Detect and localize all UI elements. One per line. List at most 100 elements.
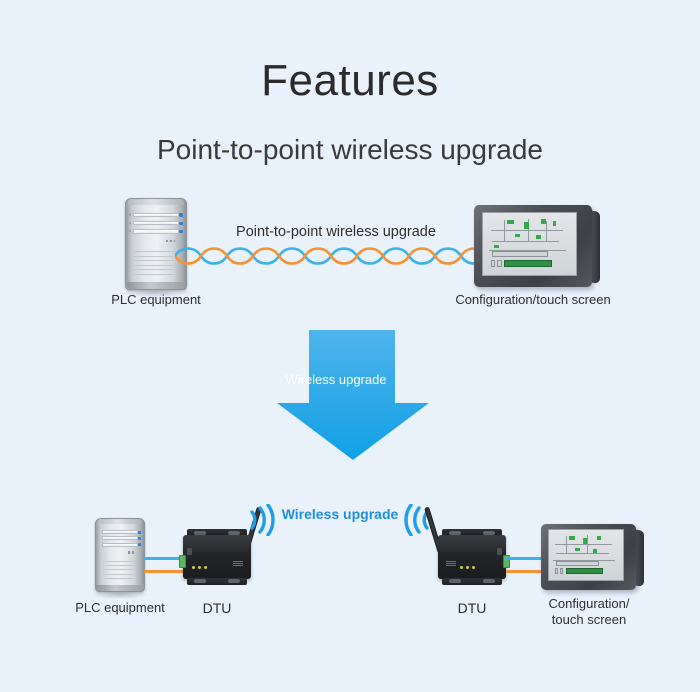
hmi-status-block: [593, 549, 598, 553]
plc-top-cap: [128, 199, 184, 206]
hmi-screen: [547, 529, 624, 581]
plc-side-notch: [129, 213, 132, 217]
wireless-upgrade-arrow: Wireless upgrade: [277, 330, 429, 460]
dtu-screw-hole: [482, 579, 495, 584]
plc-shadow: [91, 590, 149, 599]
dtu-screw-hole: [449, 579, 462, 584]
plc-led-indicator: [178, 221, 183, 226]
dtu-screw-hole: [227, 530, 240, 535]
dtu-case: [183, 535, 251, 579]
hmi-schematic-line: [546, 221, 548, 242]
dtu-screw-hole: [194, 579, 207, 584]
plc-shadow: [120, 288, 192, 297]
plc-led-indicator: [138, 543, 142, 547]
plc-base: [126, 281, 186, 289]
dtu-label-mark: [233, 561, 243, 568]
dtu-led: [204, 566, 207, 570]
dtu-screw-hole: [482, 530, 495, 535]
hmi-status-block: [541, 218, 547, 225]
dtu-screw-hole: [227, 579, 240, 584]
dtu-device-right: [438, 529, 510, 585]
hmi-status-block: [514, 233, 521, 238]
configuration-touch-screen-bottom-label: Configuration/ touch screen: [548, 596, 630, 627]
plc-led-indicator: [178, 229, 183, 234]
dtu-terminal-block: [503, 555, 510, 568]
configuration-touch-screen-bottom: [541, 524, 644, 590]
dtu-led: [460, 566, 463, 570]
plc-vent-line: [134, 251, 178, 253]
hmi-schematic-line: [492, 241, 559, 243]
hmi-status-block: [507, 219, 514, 225]
arrow-shape: [277, 330, 429, 460]
hmi-terminal-strip: [503, 259, 552, 268]
dtu-screw-hole: [449, 530, 462, 535]
plc-equipment-top-label: PLC equipment: [111, 292, 201, 307]
plc-vent-line: [134, 264, 178, 266]
plc-drive-bay: [101, 542, 139, 547]
dtu-mounting-flange: [442, 577, 502, 585]
page-subtitle: Point-to-point wireless upgrade: [157, 134, 543, 165]
dtu-device-left: [179, 529, 251, 585]
plc-body: [125, 198, 187, 290]
plc-drive-bay: [101, 536, 139, 541]
hmi-chip: [559, 567, 564, 575]
plc-vent-line: [102, 565, 138, 567]
hmi-status-block: [523, 222, 529, 230]
cable-blue-left: [144, 557, 185, 560]
plc-vent-line: [102, 569, 138, 571]
plc-vent-line: [134, 255, 178, 257]
hmi-schematic-line: [527, 218, 529, 243]
hmi-chip-row: [492, 250, 548, 258]
cable-orange-left: [144, 570, 185, 573]
plc-drive-bay: [101, 529, 139, 534]
arrow-label: Wireless upgrade: [285, 372, 387, 387]
hmi-status-block: [583, 537, 588, 544]
plc-top-cap: [97, 519, 143, 525]
plc-vent-line: [102, 573, 138, 575]
dtu-mounting-flange: [442, 529, 502, 537]
configuration-touch-screen-top: [474, 205, 600, 287]
plc-equipment-bottom-label: PLC equipment: [75, 600, 165, 615]
plc-badge: [165, 239, 176, 243]
cable-orange-right: [506, 570, 546, 573]
dtu-label-mark: [446, 561, 456, 568]
hmi-screen: [482, 211, 577, 276]
plc-equipment-top: [120, 198, 192, 297]
hmi-schematic-line: [490, 229, 563, 231]
plc-led-indicator: [138, 537, 142, 541]
plc-badge: [127, 551, 136, 554]
dtu-screw-hole: [194, 530, 207, 535]
hmi-chip-row: [556, 560, 599, 566]
plc-drive-bay: [133, 228, 179, 234]
dtu-port: [187, 548, 192, 556]
plc-equipment-bottom: [91, 518, 149, 599]
dtu-left-label: DTU: [202, 600, 232, 616]
plc-drive-bay: [133, 212, 179, 218]
hmi-status-block: [597, 535, 602, 541]
plc-base: [96, 585, 144, 591]
twisted-pair-cable: [175, 247, 487, 265]
dtu-mounting-flange: [187, 529, 247, 537]
hmi-status-block: [569, 536, 575, 541]
dtu-led: [472, 566, 475, 570]
hmi-schematic-line: [587, 535, 589, 554]
top-link-label: Point-to-point wireless upgrade: [236, 224, 436, 240]
dtu-mounting-flange: [187, 577, 247, 585]
hmi-schematic-line: [488, 249, 567, 251]
dtu-led-group: [460, 566, 475, 570]
wifi-signal-left: [250, 504, 275, 536]
dtu-right-label: DTU: [457, 600, 487, 616]
hmi-status-block: [494, 244, 499, 249]
hmi-status-block: [575, 547, 580, 552]
hmi-schematic-line: [566, 536, 568, 553]
hmi-chip: [497, 259, 502, 268]
dtu-port: [497, 548, 502, 556]
plc-vent-line: [134, 260, 178, 262]
plc-led-indicator: [138, 530, 142, 534]
dtu-led-group: [192, 566, 207, 570]
plc-body: [95, 518, 145, 592]
plc-drive-bay: [133, 220, 179, 226]
hmi-terminal-strip: [566, 567, 604, 575]
cable-blue-right: [506, 557, 546, 560]
